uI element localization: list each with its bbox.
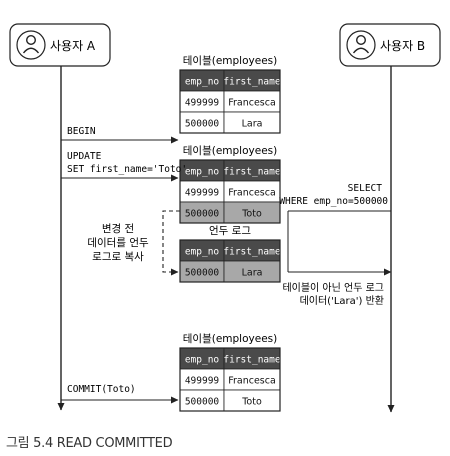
- actor-a-label: 사용자 A: [50, 39, 96, 53]
- column-header: first_name: [223, 355, 280, 366]
- emp-no-value: 500000: [185, 119, 220, 130]
- select-label-line1: SELECT: [348, 183, 383, 194]
- column-header: first_name: [223, 167, 280, 178]
- emp-no-value: 500000: [185, 397, 220, 408]
- actor-b-label: 사용자 B: [380, 39, 425, 53]
- emp-no-value: 499999: [185, 376, 220, 387]
- emp-no-value: 500000: [185, 268, 220, 279]
- copy-label-line1: 변경 전: [102, 222, 134, 235]
- table-border: [179, 347, 281, 412]
- column-header: emp_no: [185, 355, 220, 366]
- copy-label-line3: 로그로 복사: [92, 251, 144, 263]
- table-title: 테이블(employees): [183, 145, 277, 157]
- first-name-value: Lara: [242, 119, 263, 130]
- table-title: 테이블(employees): [183, 55, 277, 67]
- return-label-line2: 데이터('Lara') 반환: [300, 295, 384, 307]
- first-name-value: Francesca: [228, 188, 276, 199]
- column-header: first_name: [223, 77, 280, 88]
- copy-to-undo-arrow: [162, 210, 180, 276]
- user-a-icon: [16, 30, 46, 60]
- emp-no-value: 499999: [185, 98, 220, 109]
- begin-label: BEGIN: [67, 126, 96, 137]
- first-name-value: Toto: [241, 209, 262, 220]
- first-name-value: Francesca: [228, 376, 276, 387]
- user-b-icon: [346, 30, 376, 60]
- emp-no-value: 500000: [185, 209, 220, 220]
- table-border: [179, 239, 281, 283]
- column-header: first_name: [223, 247, 280, 258]
- table-border: [179, 69, 281, 134]
- figure-caption: 그림 5.4 READ COMMITTED: [6, 436, 173, 451]
- select-label-line2: WHERE emp_no=500000: [279, 196, 388, 207]
- column-header: emp_no: [185, 77, 220, 88]
- update-label-line1: UPDATE: [67, 151, 102, 162]
- return-label-line1: 테이블이 아닌 언두 로그: [282, 282, 384, 294]
- table-title: 언두 로그: [209, 225, 251, 237]
- commit-label: COMMIT(Toto): [67, 384, 136, 395]
- emp-no-value: 499999: [185, 188, 220, 199]
- update-label-line2: SET first_name='Toto': [67, 164, 187, 175]
- column-header: emp_no: [185, 167, 220, 178]
- actor-b: 사용자 B: [339, 23, 441, 67]
- actor-a: 사용자 A: [9, 23, 111, 67]
- column-header: emp_no: [185, 247, 220, 258]
- table-border: [179, 159, 281, 224]
- first-name-value: Francesca: [228, 98, 276, 109]
- copy-label-line2: 데이터를 언두: [87, 237, 149, 249]
- first-name-value: Toto: [241, 397, 262, 408]
- table-title: 테이블(employees): [183, 333, 277, 345]
- first-name-value: Lara: [242, 268, 263, 279]
